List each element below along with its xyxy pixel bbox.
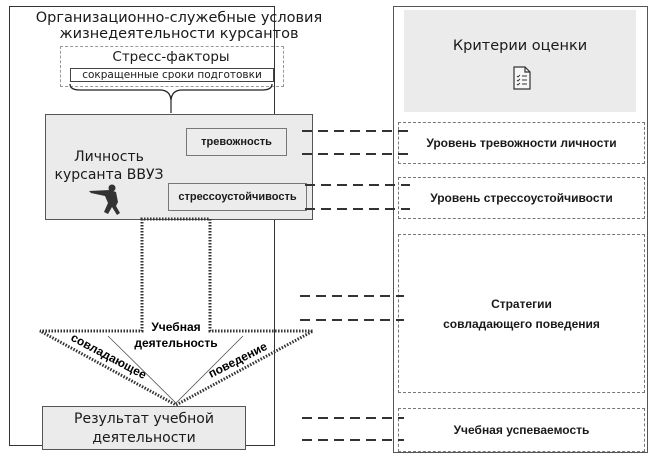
soldier-icon — [89, 184, 120, 215]
stress-factors-box — [60, 46, 284, 87]
brace-icon — [69, 83, 273, 101]
criterion-coping-line1: Стратегии — [491, 296, 552, 311]
conditions-title-line1: Организационно-служебные условия — [35, 10, 323, 26]
result-box: Результат учебной деятельности — [42, 406, 246, 450]
study-arrow — [39, 217, 314, 407]
criteria-panel — [393, 6, 648, 453]
result-line1: Результат учебной — [74, 411, 214, 427]
criteria-header — [404, 10, 636, 112]
result-line2: деятельности — [92, 430, 196, 446]
stress-factor-item: сокращенные сроки подготовки — [70, 68, 274, 82]
stress-factors-title: Стресс-факторы — [112, 49, 230, 65]
arrow-center-line1: Учебная — [151, 320, 200, 334]
trait-anxiety: тревожность — [186, 128, 287, 156]
arrow-center-line2: деятельность — [134, 336, 217, 350]
criterion-coping-strategies: Стратегии совладающего поведения — [398, 234, 645, 393]
trait-stress-resistance: стрессоустойчивость — [168, 183, 307, 211]
dashed-connectors — [300, 130, 410, 441]
criteria-title: Критерии оценки — [452, 38, 588, 54]
personality-label-line2: курсанта ВВУЗ — [54, 167, 164, 183]
conditions-title-line2: жизнедеятельности курсантов — [59, 26, 299, 42]
criterion-academic-performance: Учебная успеваемость — [398, 408, 645, 452]
conditions-title: Организационно-служебные условия жизнеде… — [14, 10, 344, 42]
personality-label-line1: Личность — [74, 149, 144, 165]
criterion-coping-line2: совладающего поведения — [443, 316, 600, 331]
checklist-document-icon — [513, 66, 531, 95]
arrow-inner-triangle — [107, 335, 244, 404]
criterion-stress-resistance-level: Уровень стрессоустойчивости — [398, 177, 645, 219]
personality-label: Личность курсанта ВВУЗ — [50, 148, 168, 184]
criterion-anxiety-level: Уровень тревожности личности — [398, 122, 645, 164]
